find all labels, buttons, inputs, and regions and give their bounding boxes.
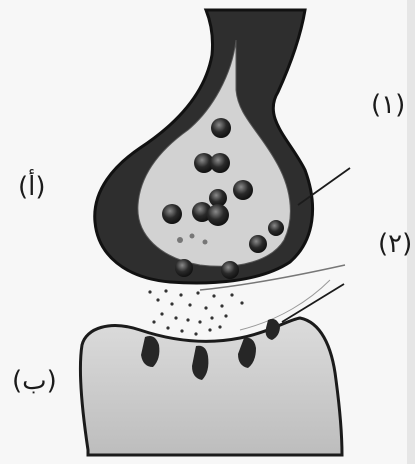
neurotransmitter-molecules xyxy=(148,289,243,335)
vesicle xyxy=(221,261,239,279)
pointer-line-2 xyxy=(282,284,344,322)
vesicle xyxy=(203,240,208,245)
postsynaptic-membrane xyxy=(80,318,342,455)
vesicle xyxy=(190,234,195,239)
vesicle xyxy=(268,220,284,236)
vesicle xyxy=(177,237,183,243)
vesicle xyxy=(249,235,267,253)
label-2: (٢) xyxy=(378,231,412,257)
vesicle xyxy=(207,204,229,226)
vesicle xyxy=(211,118,231,138)
vesicle xyxy=(233,180,253,200)
label-1: (١) xyxy=(371,92,405,118)
vesicle xyxy=(210,153,230,173)
label-a: (أ) xyxy=(18,174,46,200)
label-b: (ب) xyxy=(12,368,57,394)
vesicle xyxy=(162,204,182,224)
vesicle xyxy=(175,259,193,277)
